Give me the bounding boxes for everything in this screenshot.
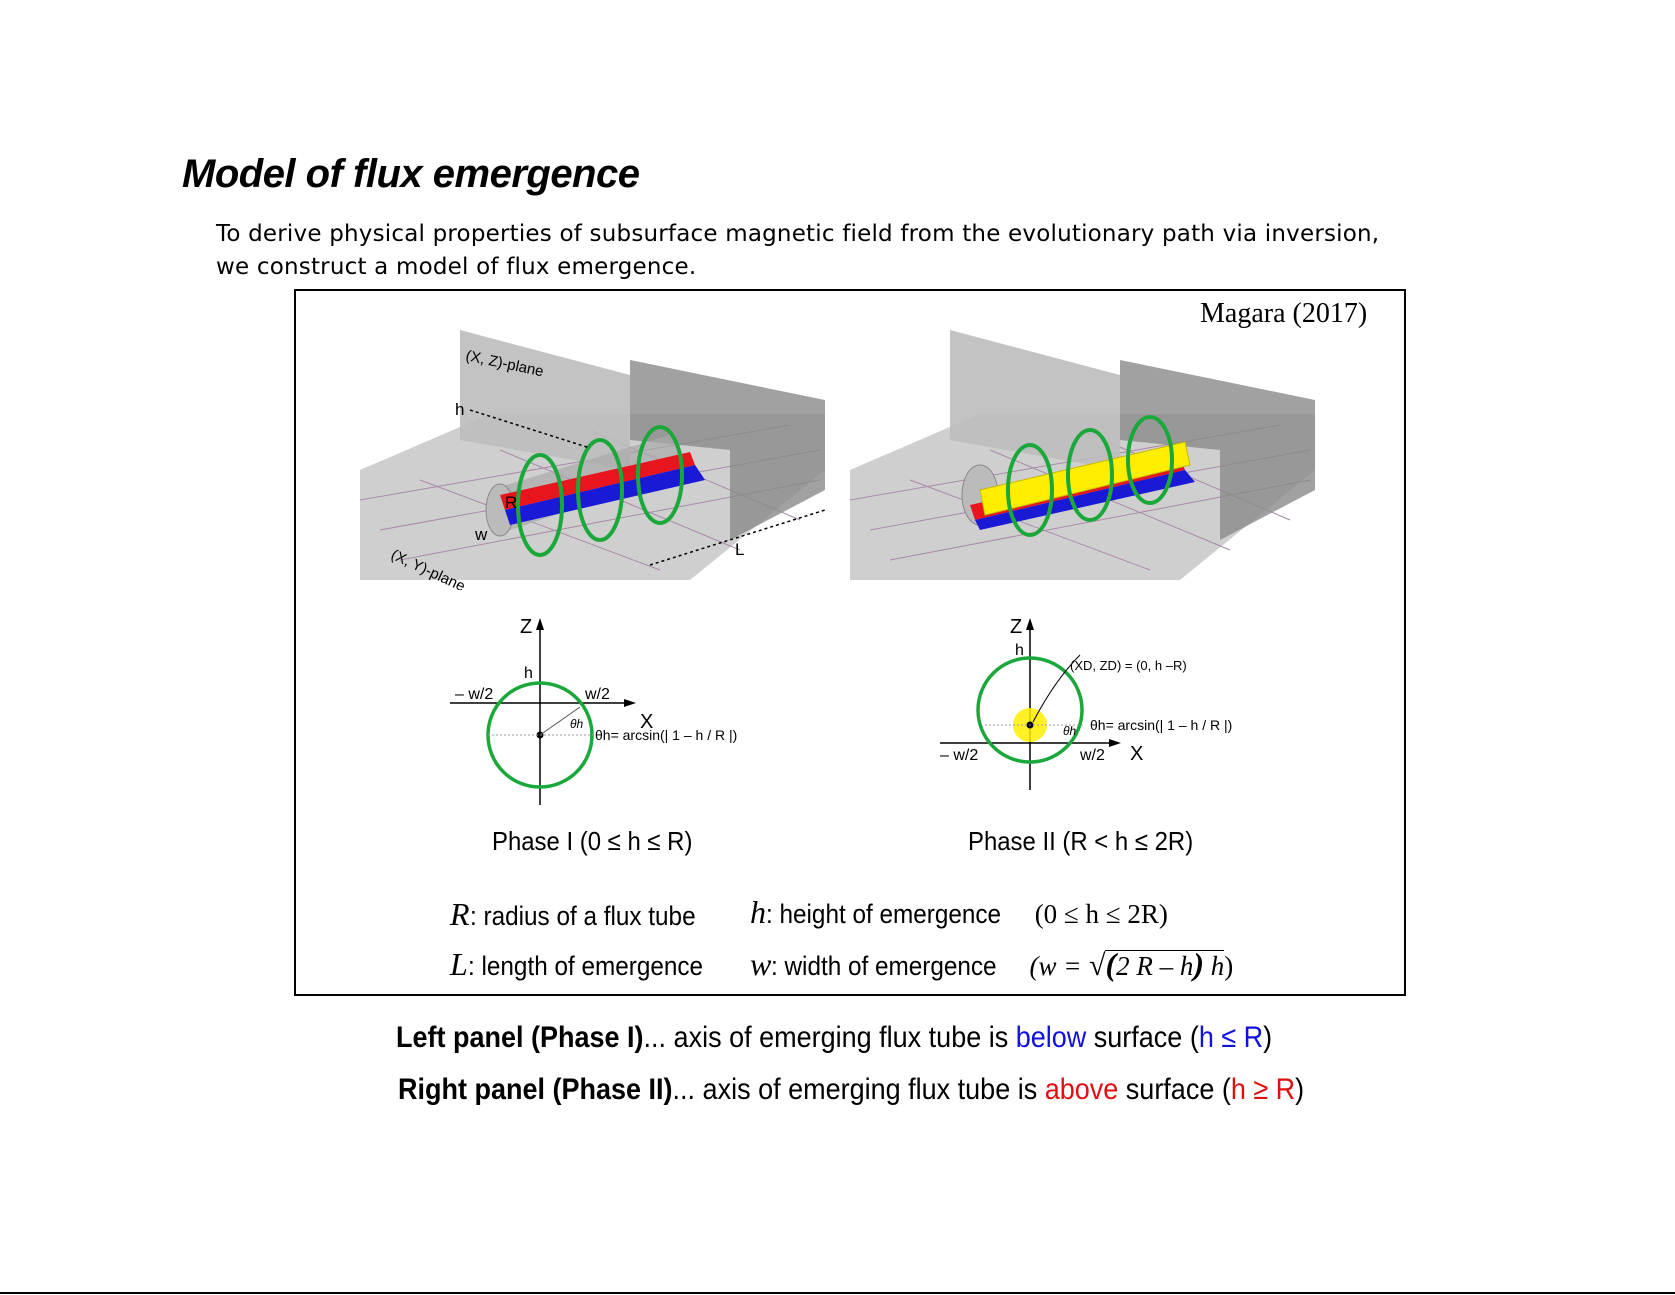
R-label: R (505, 493, 517, 512)
h-label: h (1015, 642, 1024, 659)
x-axis-label: X (1130, 743, 1143, 765)
blue-flux-region (975, 470, 1195, 530)
minus-w2-label: – w/2 (940, 747, 978, 764)
w-label: w (474, 525, 488, 544)
left-panel-note: Left panel (Phase I)... axis of emerging… (396, 1021, 1273, 1054)
yellow-tube-axis (979, 441, 1191, 516)
intro-line-2: we construct a model of flux emergence. (216, 254, 697, 280)
intro-text: To derive physical properties of subsurf… (216, 218, 1379, 284)
w2-label: w/2 (584, 686, 610, 703)
helix-field-lines (1006, 415, 1174, 537)
cross-section-plane (630, 360, 825, 540)
red-flux-region (500, 452, 695, 510)
x-axis-label: X (640, 711, 653, 733)
definition-h: h: height of emergence (0 ≤ h ≤ 2R) (750, 894, 1168, 930)
z-axis-label: Z (1010, 616, 1022, 638)
phase2-label: Phase II (R < h ≤ 2R) (968, 826, 1194, 856)
flux-tube-circle (976, 656, 1084, 764)
right-panel-note: Right panel (Phase II)... axis of emergi… (398, 1073, 1305, 1106)
cross-section-plane (1120, 360, 1315, 540)
h-label: h (455, 400, 464, 419)
theta-label: θh (1063, 724, 1077, 738)
h-label: h (524, 665, 533, 682)
bottom-rule (0, 1292, 1675, 1294)
theta-formula: θh= arcsin(| 1 – h / R |) (1090, 717, 1232, 733)
minus-w2-label: – w/2 (455, 686, 493, 703)
figure-frame (294, 289, 1406, 996)
phase1-cross-section: Z X h – w/2 w/2 θh θh= arcsin(| 1 – h / … (450, 616, 737, 805)
center-coordinates: (XD, ZD) = (0, h –R) (1070, 658, 1187, 673)
xz-plane (460, 330, 630, 470)
intro-line-1: To derive physical properties of subsurf… (216, 221, 1380, 247)
phase1-label: Phase I (0 ≤ h ≤ R) (492, 826, 693, 856)
citation: Magara (2017) (1200, 298, 1368, 329)
w2-label: w/2 (1079, 747, 1105, 764)
z-axis-label: Z (520, 616, 532, 638)
definition-w: w: width of emergence (w = √(2 R – h) h) (750, 946, 1234, 982)
phase2-cross-section: Z X h – w/2 w/2 θh θh= arcsin(| 1 – h / … (940, 616, 1232, 790)
L-label: L (735, 540, 744, 559)
definition-L: L: length of emergence (450, 946, 703, 982)
right-3d-panel (850, 330, 1315, 580)
page-title: Model of flux emergence (182, 152, 640, 196)
blue-flux-region (505, 465, 705, 525)
helix-field-lines (516, 425, 684, 557)
left-3d-panel: (X, Z)-plane h R w L (X, Y)-plane (360, 330, 826, 590)
theta-label: θh (570, 717, 584, 731)
theta-formula: θh= arcsin(| 1 – h / R |) (595, 727, 737, 743)
definition-R: R: radius of a flux tube (450, 896, 696, 932)
